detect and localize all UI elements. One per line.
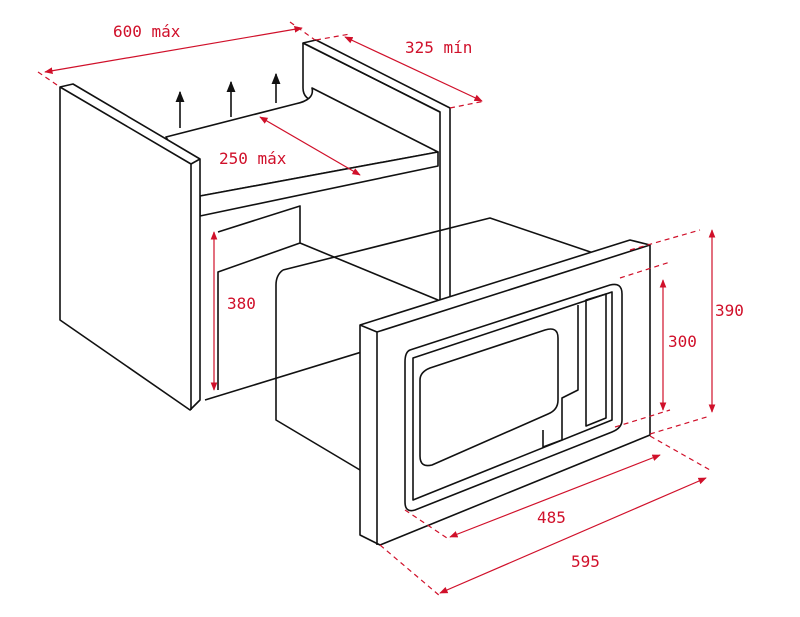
depth-min-label: 325 mín (405, 38, 473, 57)
rear-gap-max-label: 250 máx (219, 149, 287, 168)
width-max-label: 600 máx (113, 22, 181, 41)
dimension-lines (37, 21, 716, 597)
appliance-width-label: 485 (537, 508, 566, 527)
appliance-height-label: 300 (668, 332, 697, 351)
frame-width-label: 595 (571, 552, 600, 571)
opening-height-label: 380 (227, 294, 256, 313)
frame-height-label: 390 (715, 301, 744, 320)
microwave (275, 217, 651, 546)
